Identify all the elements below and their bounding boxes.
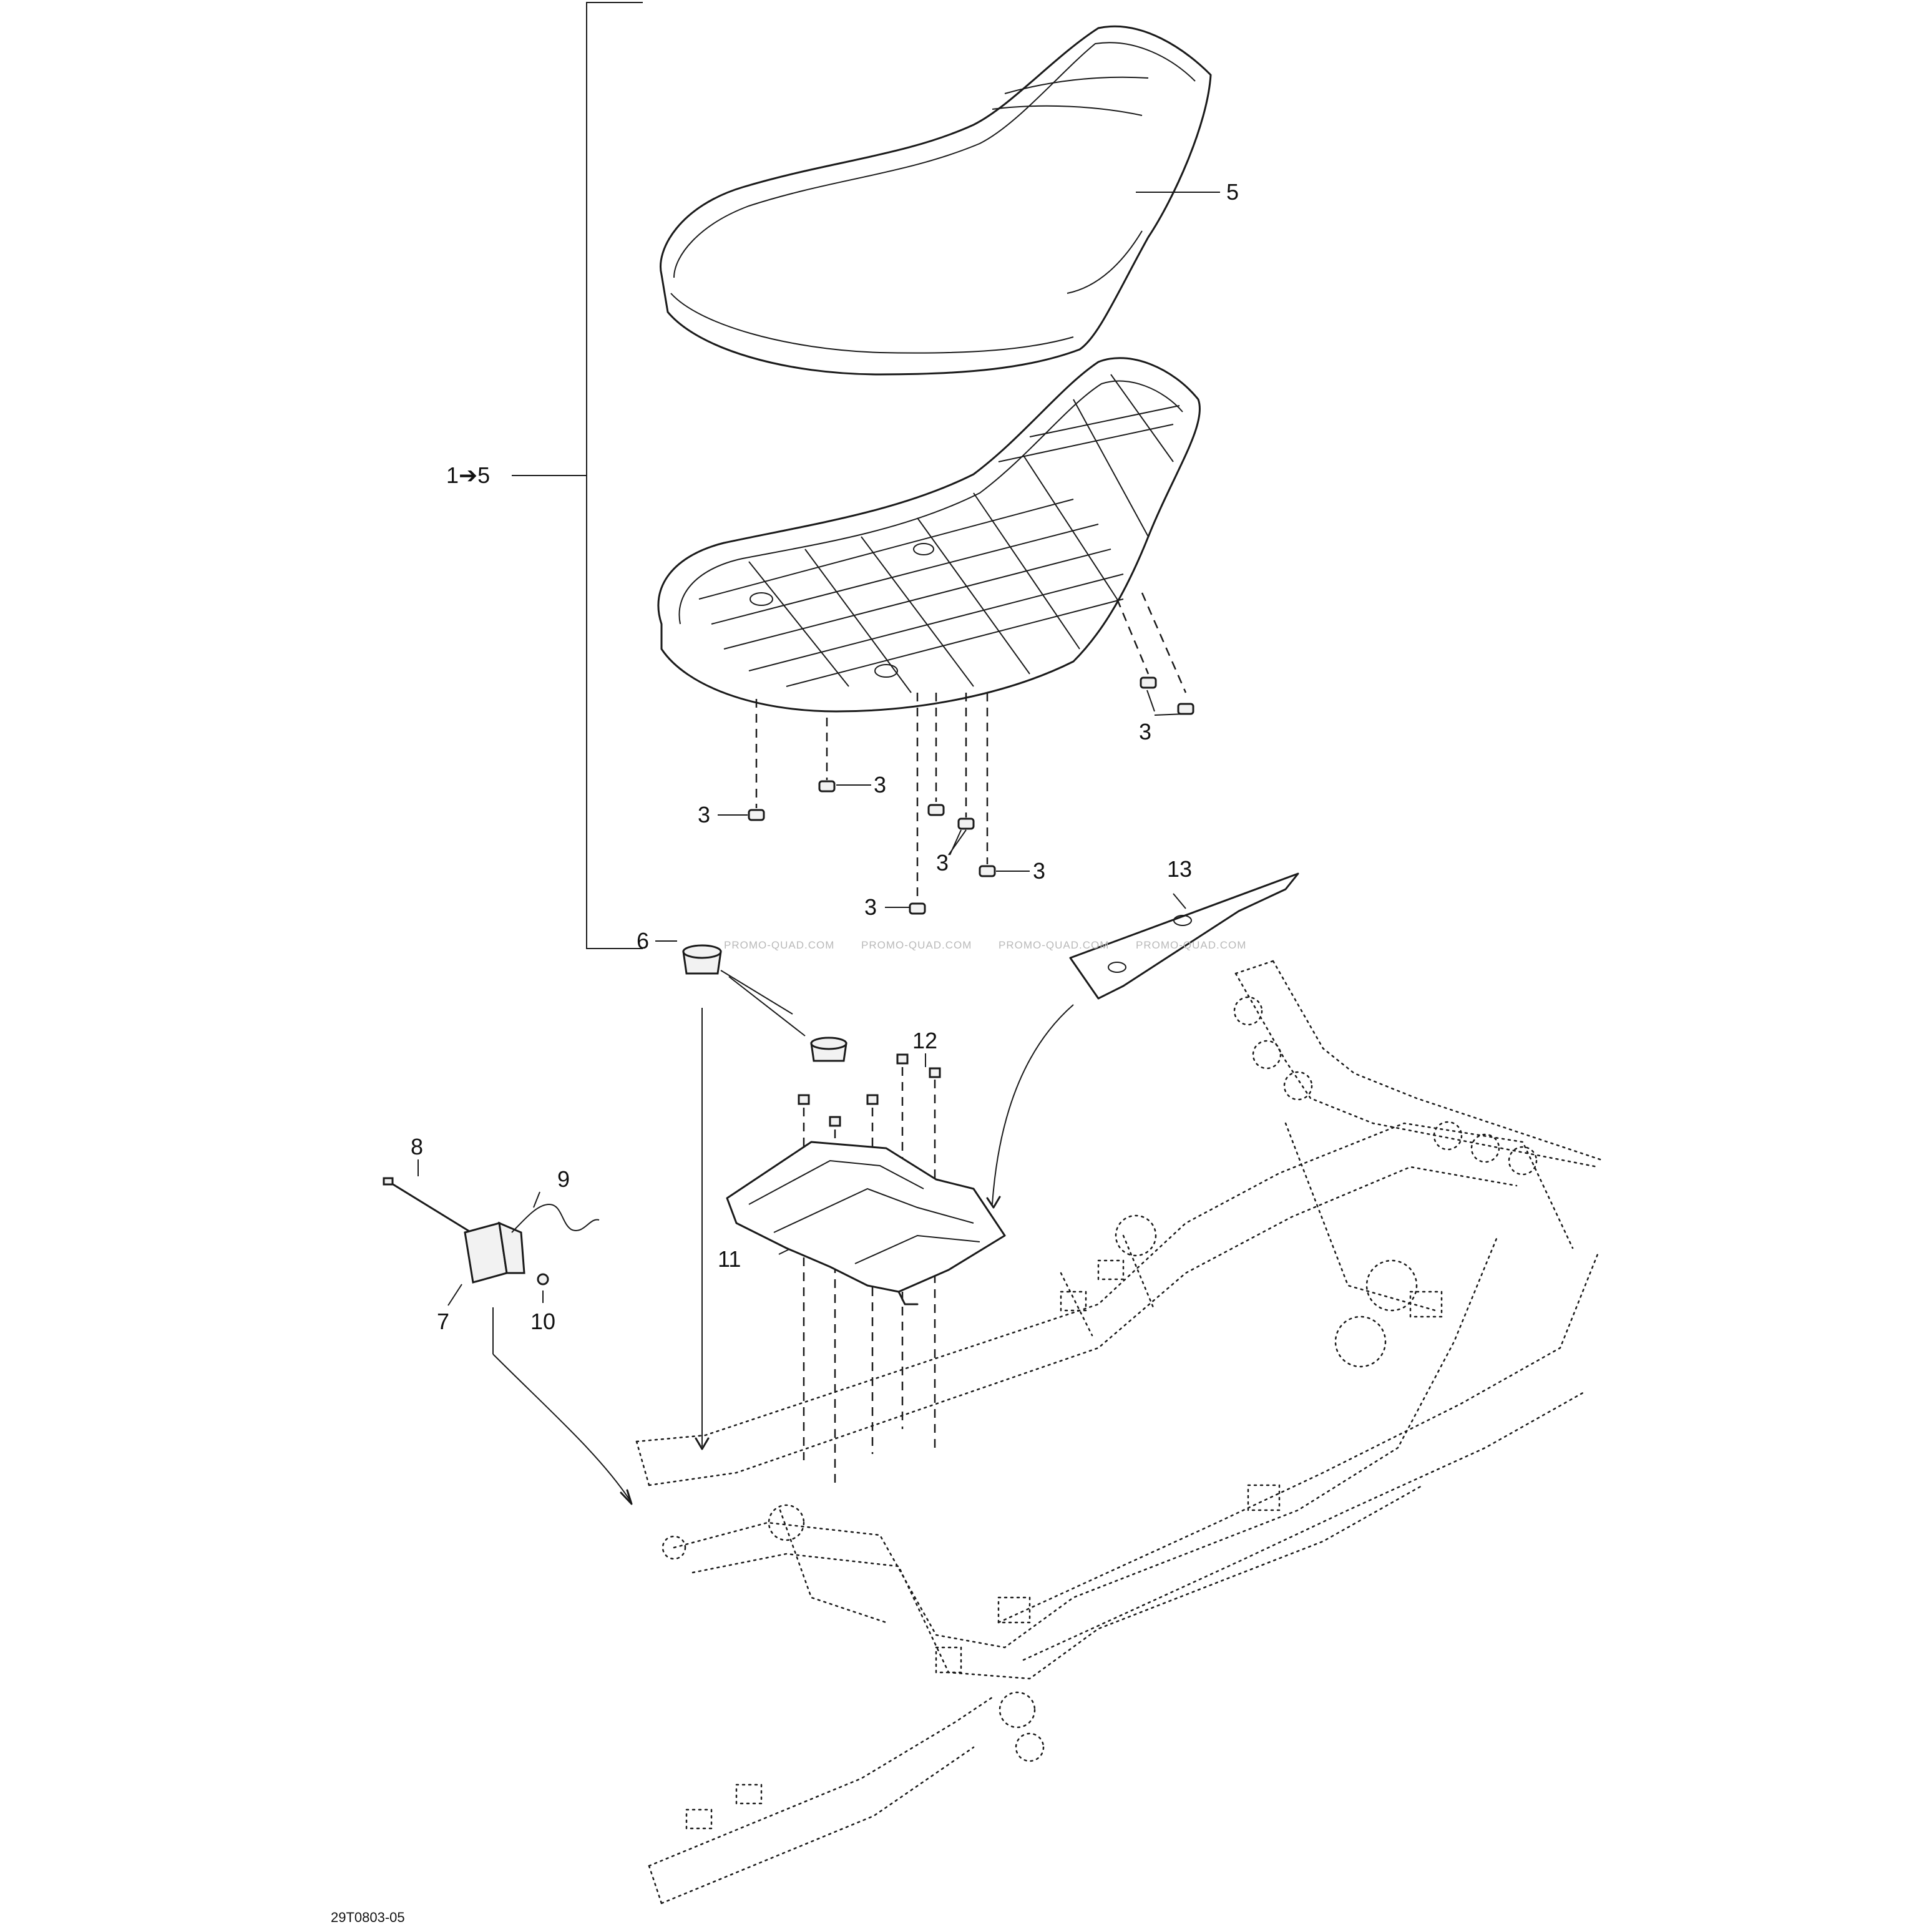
callout-13: 13 xyxy=(1167,856,1192,882)
callout-1-5: 1➔5 xyxy=(446,462,490,488)
callout-11: 11 xyxy=(718,1246,741,1272)
group-bracket xyxy=(512,2,643,949)
mounting-plate xyxy=(726,1141,1006,1305)
fastener-paths xyxy=(755,592,1187,902)
watermark-text: PROMO-QUAD.COM xyxy=(724,939,834,951)
callout-3: 3 xyxy=(1139,719,1151,744)
seat-cover xyxy=(660,25,1212,376)
callout-9: 9 xyxy=(557,1166,570,1192)
callout-3: 3 xyxy=(874,772,886,798)
callout-5: 5 xyxy=(1226,179,1239,205)
frame xyxy=(635,960,1605,1905)
grommet xyxy=(682,944,847,1450)
callout-3: 3 xyxy=(1033,858,1045,884)
watermark-text: PROMO-QUAD.COM xyxy=(861,939,972,951)
callout-12: 12 xyxy=(912,1028,937,1053)
callout-8: 8 xyxy=(411,1134,423,1159)
callout-7: 7 xyxy=(437,1309,449,1334)
callout-3: 3 xyxy=(936,850,949,876)
bolts xyxy=(798,1053,941,1127)
callouts: 1➔5 5 3 3 3 3 3 3 13 6 12 8 9 11 7 10 xyxy=(411,179,1239,1334)
watermark-text: PROMO-QUAD.COM xyxy=(999,939,1109,951)
watermark: PROMO-QUAD.COM PROMO-QUAD.COM PROMO-QUAD… xyxy=(724,939,1246,951)
callout-6: 6 xyxy=(637,928,649,954)
callout-3: 3 xyxy=(698,802,710,827)
seat-base xyxy=(657,357,1201,713)
latch-assembly xyxy=(383,1177,633,1505)
callout-3: 3 xyxy=(864,894,877,920)
watermark-text: PROMO-QUAD.COM xyxy=(1136,939,1246,951)
seat-strap xyxy=(986,872,1299,1209)
callout-10: 10 xyxy=(530,1309,555,1334)
drawing-code: 29T0803-05 xyxy=(331,1910,405,1925)
rubber-feet xyxy=(748,676,1194,915)
